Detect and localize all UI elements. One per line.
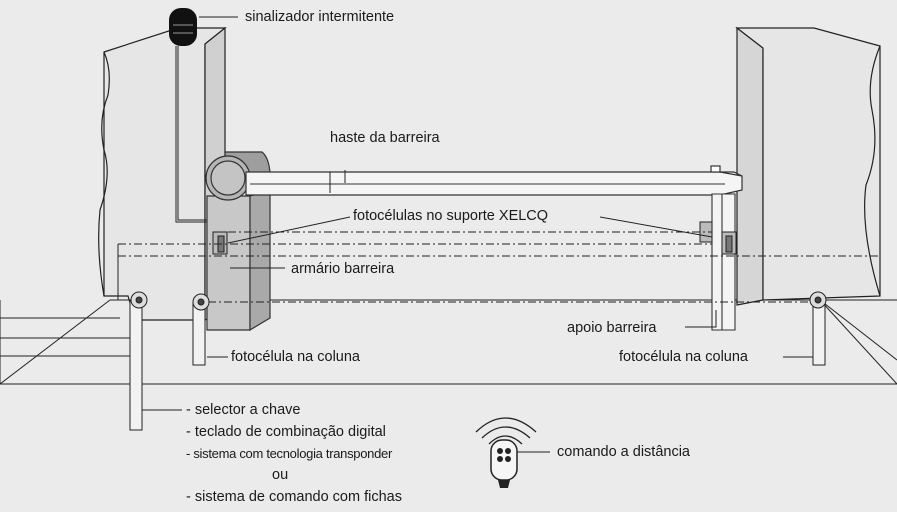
label-boom: haste da barreira xyxy=(330,130,440,146)
leader-lines xyxy=(142,170,813,453)
label-remote: comando a distância xyxy=(557,444,690,460)
photocell-column-left-2 xyxy=(192,293,210,366)
option-or: ou xyxy=(272,467,289,483)
label-beacon: sinalizador intermitente xyxy=(245,9,395,25)
right-wall xyxy=(735,26,881,306)
photocell-column-right xyxy=(809,291,827,366)
barrier-support xyxy=(711,193,736,331)
option-transponder: - sistema com tecnologia transponder xyxy=(186,446,392,461)
option-card-system: - sistema de comando com fichas xyxy=(186,489,402,505)
photocell-column-left-1 xyxy=(129,291,148,431)
label-photocell-column-left: fotocélula na coluna xyxy=(231,349,360,365)
beacon-lamp xyxy=(169,8,197,46)
remote-control-icon xyxy=(475,417,537,488)
option-key-selector: - selector a chave xyxy=(186,402,301,418)
label-photocells-support: fotocélulas no suporte XELCQ xyxy=(353,208,549,224)
barrier-boom xyxy=(245,165,743,196)
label-photocell-column-right: fotocélula na coluna xyxy=(619,349,748,365)
option-digital-keypad: - teclado de combinação digital xyxy=(186,424,386,440)
infrared-beams xyxy=(118,231,880,303)
label-support: apoio barreira xyxy=(567,320,657,336)
beacon-cable xyxy=(175,16,238,223)
label-cabinet: armário barreira xyxy=(291,261,395,277)
